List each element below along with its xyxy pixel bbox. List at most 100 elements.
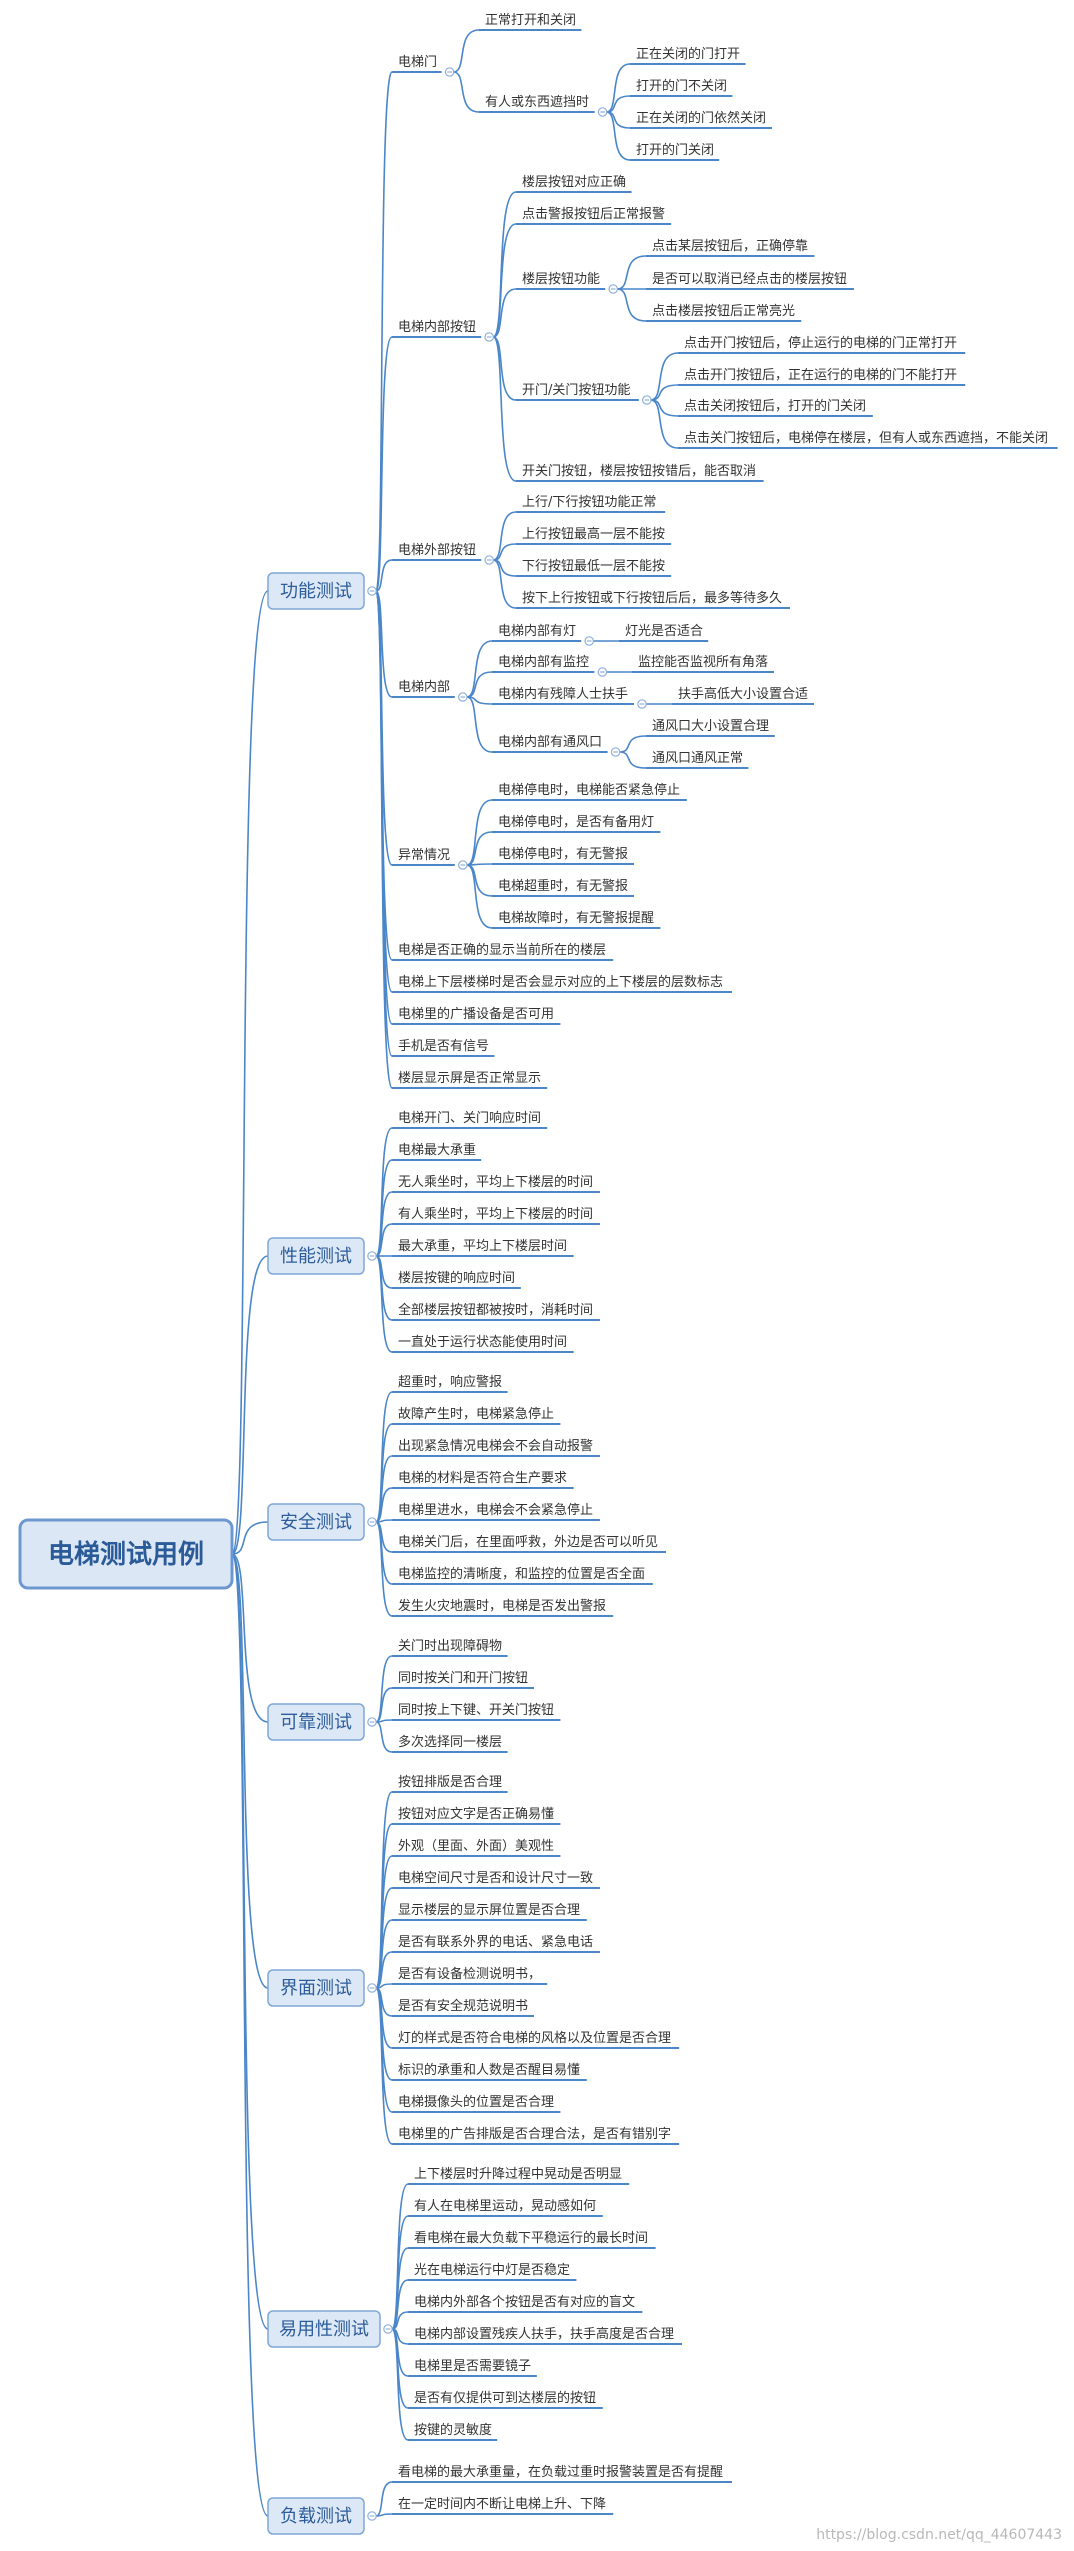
node-f5e[interactable]: 电梯故障时，有无警报提醒 <box>492 910 661 929</box>
node-f5d[interactable]: 电梯超重时，有无警报 <box>492 878 634 897</box>
branch-rel[interactable]: 可靠测试 <box>267 1703 365 1741</box>
node-f2[interactable]: 电梯内部按钮 <box>392 319 482 338</box>
node-e9[interactable]: 按键的灵敏度 <box>408 2422 498 2441</box>
node-r2[interactable]: 同时按关门和开门按钮 <box>392 1671 534 1689</box>
node-l1[interactable]: 看电梯的最大承重量，在负载过重时报警装置是否有提醒 <box>392 2464 732 2483</box>
node-f3c[interactable]: 下行按钮最低一层不能按 <box>516 559 672 577</box>
collapse-icon[interactable] <box>383 2324 393 2334</box>
node-f1b2[interactable]: 打开的门不关闭 <box>630 78 733 97</box>
node-f2d2[interactable]: 点击开门按钮后，正在运行的电梯的门不能打开 <box>678 367 966 386</box>
node-e8[interactable]: 是否有仅提供可到达楼层的按钮 <box>408 2390 603 2409</box>
node-r4[interactable]: 多次选择同一楼层 <box>392 1734 508 1753</box>
node-p6[interactable]: 楼层按键的响应时间 <box>392 1270 521 1289</box>
node-u3[interactable]: 外观（里面、外面）美观性 <box>392 1839 561 1857</box>
collapse-icon[interactable] <box>641 395 652 405</box>
branch-func[interactable]: 功能测试 <box>267 572 365 610</box>
collapse-icon[interactable] <box>608 284 618 294</box>
node-e6[interactable]: 电梯内部设置残疾人扶手，扶手高度是否合理 <box>408 2326 682 2345</box>
node-u9[interactable]: 灯的样式是否符合电梯的风格以及位置是否合理 <box>392 2030 680 2049</box>
node-s5[interactable]: 电梯里进水，电梯会不会紧急停止 <box>392 1502 600 1521</box>
node-s6[interactable]: 电梯关门后，在里面呼救，外边是否可以听见 <box>392 1534 666 1553</box>
node-l2[interactable]: 在一定时间内不断让电梯上升、下降 <box>392 2496 614 2515</box>
node-f2d1[interactable]: 点击开门按钮后，停止运行的电梯的门正常打开 <box>678 335 966 354</box>
collapse-icon[interactable] <box>367 1251 377 1261</box>
node-s1[interactable]: 超重时，响应警报 <box>392 1374 508 1393</box>
node-u5[interactable]: 显示楼层的显示屏位置是否合理 <box>392 1902 587 1921</box>
node-u1[interactable]: 按钮排版是否合理 <box>392 1775 508 1793</box>
collapse-icon[interactable] <box>457 692 468 702</box>
node-f2d3[interactable]: 点击关闭按钮后，打开的门关闭 <box>678 398 873 417</box>
node-p7[interactable]: 全部楼层按钮都被按时，消耗时间 <box>392 1302 600 1321</box>
node-u11[interactable]: 电梯摄像头的位置是否合理 <box>392 2094 561 2113</box>
node-f4d[interactable]: 电梯内部有通风口 <box>492 734 608 753</box>
collapse-icon[interactable] <box>484 332 494 342</box>
node-f6[interactable]: 电梯是否正确的显示当前所在的楼层 <box>392 942 614 961</box>
node-p8[interactable]: 一直处于运行状态能使用时间 <box>392 1334 574 1353</box>
branch-ui[interactable]: 界面测试 <box>267 1969 365 2007</box>
node-f2a[interactable]: 楼层按钮对应正确 <box>516 174 632 193</box>
node-f2c2[interactable]: 是否可以取消已经点击的楼层按钮 <box>646 271 854 290</box>
collapse-icon[interactable] <box>367 1717 377 1727</box>
node-p1[interactable]: 电梯开门、关门响应时间 <box>392 1110 548 1129</box>
node-f10[interactable]: 楼层显示屏是否正常显示 <box>392 1071 548 1089</box>
node-f3a[interactable]: 上行/下行按钮功能正常 <box>516 495 666 513</box>
node-f2c1[interactable]: 点击某层按钮后，正确停靠 <box>646 238 815 257</box>
branch-use[interactable]: 易用性测试 <box>267 2310 381 2348</box>
node-u8[interactable]: 是否有安全规范说明书 <box>392 1998 534 2017</box>
node-u10[interactable]: 标识的承重和人数是否醒目易懂 <box>392 2062 587 2081</box>
node-s4[interactable]: 电梯的材料是否符合生产要求 <box>392 1470 574 1489</box>
branch-perf[interactable]: 性能测试 <box>267 1237 365 1275</box>
collapse-icon[interactable] <box>584 636 594 646</box>
node-f5c[interactable]: 电梯停电时，有无警报 <box>492 846 634 865</box>
node-f1a[interactable]: 正常打开和关闭 <box>479 13 582 31</box>
node-s8[interactable]: 发生火灾地震时，电梯是否发出警报 <box>392 1598 614 1617</box>
node-s3[interactable]: 出现紧急情况电梯会不会自动报警 <box>392 1438 600 1457</box>
node-f1b4[interactable]: 打开的门关闭 <box>630 142 720 161</box>
node-f5a[interactable]: 电梯停电时，电梯能否紧急停止 <box>492 782 687 801</box>
node-r1[interactable]: 关门时出现障碍物 <box>392 1639 508 1657</box>
node-f3b[interactable]: 上行按钮最高一层不能按 <box>516 526 672 545</box>
node-f2d[interactable]: 开门/关门按钮功能 <box>516 383 639 401</box>
node-f4b1[interactable]: 监控能否监视所有角落 <box>632 655 774 673</box>
node-f3d[interactable]: 按下上行按钮或下行按钮后后，最多等待多久 <box>516 590 790 609</box>
node-e4[interactable]: 光在电梯运行中灯是否稳定 <box>408 2262 577 2281</box>
collapse-icon[interactable] <box>367 1983 377 1993</box>
node-f2c3[interactable]: 点击楼层按钮后正常亮光 <box>646 303 802 322</box>
node-f7[interactable]: 电梯上下层楼梯时是否会显示对应的上下楼层的层数标志 <box>392 974 732 993</box>
node-f2e[interactable]: 开关门按钮，楼层按钮按错后，能否取消 <box>516 464 764 482</box>
branch-load[interactable]: 负载测试 <box>267 2497 365 2535</box>
node-f4a[interactable]: 电梯内部有灯 <box>492 623 582 642</box>
node-f5[interactable]: 异常情况 <box>392 848 455 866</box>
node-f1b1[interactable]: 正在关闭的门打开 <box>630 46 746 65</box>
node-e5[interactable]: 电梯内外部各个按钮是否有对应的盲文 <box>408 2294 643 2313</box>
node-f2d4[interactable]: 点击关门按钮后，电梯停在楼层，但有人或东西遮挡，不能关闭 <box>678 430 1058 449</box>
node-e7[interactable]: 电梯里是否需要镜子 <box>408 2359 537 2377</box>
node-u7[interactable]: 是否有设备检测说明书， <box>392 1966 548 1985</box>
collapse-icon[interactable] <box>367 586 377 596</box>
branch-safe[interactable]: 安全测试 <box>267 1503 365 1541</box>
collapse-icon[interactable] <box>457 860 468 870</box>
node-u2[interactable]: 按钮对应文字是否正确易懂 <box>392 1806 561 1825</box>
node-p5[interactable]: 最大承重，平均上下楼层时间 <box>392 1238 574 1257</box>
node-e2[interactable]: 有人在电梯里运动，晃动感如何 <box>408 2198 603 2217</box>
node-f4a1[interactable]: 灯光是否适合 <box>619 624 709 642</box>
node-f9[interactable]: 手机是否有信号 <box>392 1039 495 1057</box>
collapse-icon[interactable] <box>597 107 608 117</box>
node-f1b[interactable]: 有人或东西遮挡时 <box>479 94 595 113</box>
node-e3[interactable]: 看电梯在最大负载下平稳运行的最长时间 <box>408 2230 656 2249</box>
node-e1[interactable]: 上下楼层时升降过程中晃动是否明显 <box>408 2167 630 2185</box>
node-u4[interactable]: 电梯空间尺寸是否和设计尺寸一致 <box>392 1871 600 1889</box>
node-f4c[interactable]: 电梯内有残障人士扶手 <box>492 686 634 705</box>
node-f4c1[interactable]: 扶手高低大小设置合适 <box>672 686 814 705</box>
node-f3[interactable]: 电梯外部按钮 <box>392 543 482 561</box>
node-s7[interactable]: 电梯监控的清晰度，和监控的位置是否全面 <box>392 1566 653 1585</box>
root-node[interactable]: 电梯测试用例 <box>18 1518 234 1590</box>
node-p2[interactable]: 电梯最大承重 <box>392 1142 482 1161</box>
node-f2b[interactable]: 点击警报按钮后正常报警 <box>516 206 672 225</box>
node-f1b3[interactable]: 正在关闭的门依然关闭 <box>630 110 772 129</box>
collapse-icon[interactable] <box>637 699 647 709</box>
collapse-icon[interactable] <box>484 555 494 565</box>
collapse-icon[interactable] <box>367 2511 377 2521</box>
node-p4[interactable]: 有人乘坐时，平均上下楼层的时间 <box>392 1206 600 1225</box>
node-f4d2[interactable]: 通风口通风正常 <box>646 751 749 769</box>
